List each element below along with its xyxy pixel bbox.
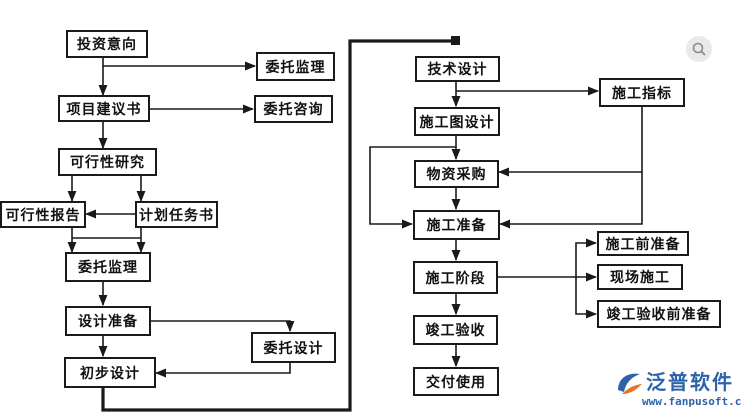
edge-entrust-design-to-preliminary bbox=[154, 363, 291, 378]
node-project-proposal: 项目建议书 bbox=[58, 95, 150, 122]
node-completion-acceptance: 竣工验收 bbox=[413, 315, 498, 345]
edge-stage-to-pre-construction bbox=[575, 238, 598, 277]
node-entrust-consulting: 委托咨询 bbox=[254, 95, 333, 123]
node-entrust-supervision-top: 委托监理 bbox=[256, 52, 335, 81]
node-construction-indicator: 施工指标 bbox=[599, 78, 685, 107]
magnifier-icon bbox=[692, 42, 706, 56]
edge-stage-to-pre-acceptance bbox=[575, 277, 598, 319]
node-site-construction: 现场施工 bbox=[597, 264, 683, 290]
node-invest-intent: 投资意向 bbox=[66, 30, 148, 58]
node-entrust-supervision-mid: 委托监理 bbox=[65, 252, 151, 282]
node-construction-prep: 施工准备 bbox=[413, 210, 500, 240]
brand-name: 泛普软件 bbox=[646, 370, 734, 394]
edge-feedback-loop bbox=[369, 146, 456, 229]
node-feasibility-report: 可行性报告 bbox=[0, 201, 86, 228]
node-preliminary-design: 初步设计 bbox=[64, 357, 156, 388]
node-pre-construction-prep: 施工前准备 bbox=[597, 231, 689, 256]
zoom-icon[interactable] bbox=[686, 36, 712, 62]
node-construction-drawing: 施工图设计 bbox=[414, 107, 500, 136]
edge-indicator-to-material bbox=[497, 107, 643, 177]
node-pre-acceptance-prep: 竣工验收前准备 bbox=[597, 300, 721, 328]
node-technical-design: 技术设计 bbox=[415, 56, 500, 82]
brand-url: www.fanpusoft.com bbox=[642, 395, 742, 408]
connector-end-cap bbox=[451, 36, 460, 45]
brand-logo-icon bbox=[618, 373, 642, 394]
edge-indicator-to-prep bbox=[498, 172, 643, 229]
node-design-prep: 设计准备 bbox=[65, 306, 151, 336]
node-material-procurement: 物资采购 bbox=[414, 160, 499, 188]
node-construction-stage: 施工阶段 bbox=[413, 261, 498, 294]
node-delivery-use: 交付使用 bbox=[413, 367, 499, 396]
node-plan-task-book: 计划任务书 bbox=[135, 201, 218, 228]
node-entrust-design: 委托设计 bbox=[251, 332, 336, 363]
edge-design-prep-to-entrust-design bbox=[150, 320, 295, 333]
edge-column-connector bbox=[101, 39, 456, 412]
node-feasibility-study: 可行性研究 bbox=[58, 148, 157, 176]
brand-watermark: 泛普软件 www.fanpusoft.com bbox=[612, 366, 742, 414]
